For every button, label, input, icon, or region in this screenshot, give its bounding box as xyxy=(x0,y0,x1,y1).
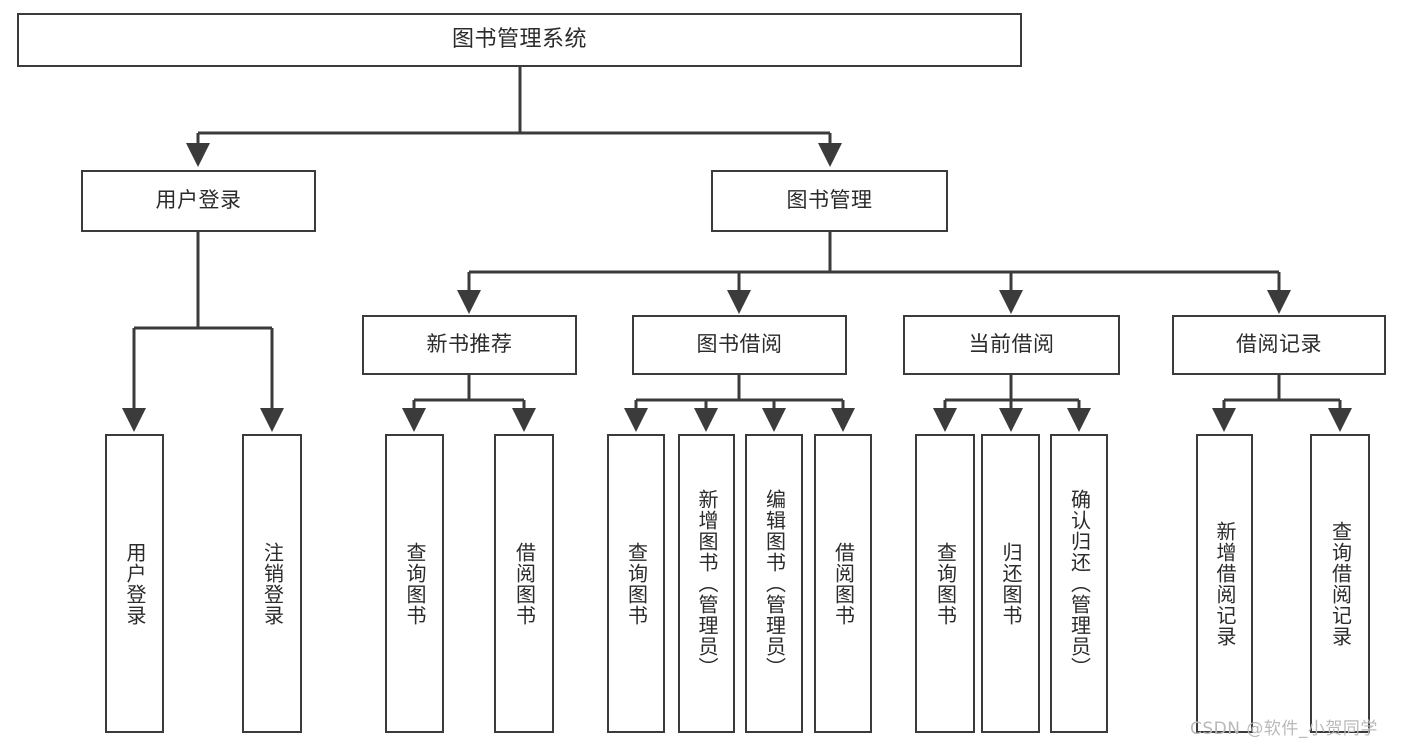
node-new-book-recommend-label: 新书推荐 xyxy=(426,332,513,357)
node-leaf-label: 注销登录 xyxy=(260,541,285,626)
node-user-login[interactable]: 用户登录 xyxy=(81,170,316,232)
csdn-watermark: CSDN @软件_小贺同学 xyxy=(1190,719,1378,739)
node-leaf-query-borrow-record[interactable]: 查询借阅记录 xyxy=(1310,434,1370,733)
node-leaf-label: 新增图书（管理员） xyxy=(695,489,719,678)
node-book-borrow-label: 图书借阅 xyxy=(696,332,783,357)
node-leaf-label: 查询图书 xyxy=(403,541,427,626)
node-leaf-label: 借阅图书 xyxy=(512,541,537,626)
node-current-borrow[interactable]: 当前借阅 xyxy=(903,315,1120,375)
node-leaf-label: 查询借阅记录 xyxy=(1328,520,1353,647)
node-leaf-add-borrow-record[interactable]: 新增借阅记录 xyxy=(1196,434,1253,733)
node-leaf-label: 确认归还（管理员） xyxy=(1067,489,1092,678)
node-leaf-label: 编辑图书（管理员） xyxy=(762,489,787,678)
node-user-login-label: 用户登录 xyxy=(155,188,242,213)
node-leaf-label: 新增借阅记录 xyxy=(1213,520,1237,647)
node-new-book-recommend[interactable]: 新书推荐 xyxy=(362,315,577,375)
node-leaf-query-book-borrow[interactable]: 查询图书 xyxy=(607,434,665,733)
node-leaf-return-book[interactable]: 归还图书 xyxy=(981,434,1040,733)
node-book-management-label: 图书管理 xyxy=(786,188,873,213)
node-leaf-query-book-current[interactable]: 查询图书 xyxy=(915,434,975,733)
node-leaf-label: 查询图书 xyxy=(624,541,649,626)
node-leaf-label: 借阅图书 xyxy=(831,541,856,626)
node-root-label: 图书管理系统 xyxy=(451,26,587,52)
node-leaf-borrow-book-recommend[interactable]: 借阅图书 xyxy=(494,434,554,733)
node-leaf-confirm-return-admin[interactable]: 确认归还（管理员） xyxy=(1050,434,1108,733)
node-borrow-record[interactable]: 借阅记录 xyxy=(1172,315,1386,375)
node-leaf-label: 归还图书 xyxy=(999,541,1023,626)
node-book-borrow[interactable]: 图书借阅 xyxy=(632,315,847,375)
node-leaf-logout[interactable]: 注销登录 xyxy=(242,434,302,733)
node-current-borrow-label: 当前借阅 xyxy=(968,332,1055,357)
node-leaf-edit-book-admin[interactable]: 编辑图书（管理员） xyxy=(745,434,803,733)
node-leaf-label: 用户登录 xyxy=(123,541,147,626)
node-root[interactable]: 图书管理系统 xyxy=(17,13,1022,67)
node-borrow-record-label: 借阅记录 xyxy=(1236,332,1322,357)
node-leaf-label: 查询图书 xyxy=(933,541,958,626)
node-leaf-borrow-book[interactable]: 借阅图书 xyxy=(814,434,872,733)
node-leaf-query-book-recommend[interactable]: 查询图书 xyxy=(385,434,444,733)
node-leaf-user-login[interactable]: 用户登录 xyxy=(105,434,164,733)
node-leaf-add-book-admin[interactable]: 新增图书（管理员） xyxy=(678,434,735,733)
node-book-management[interactable]: 图书管理 xyxy=(711,170,948,232)
